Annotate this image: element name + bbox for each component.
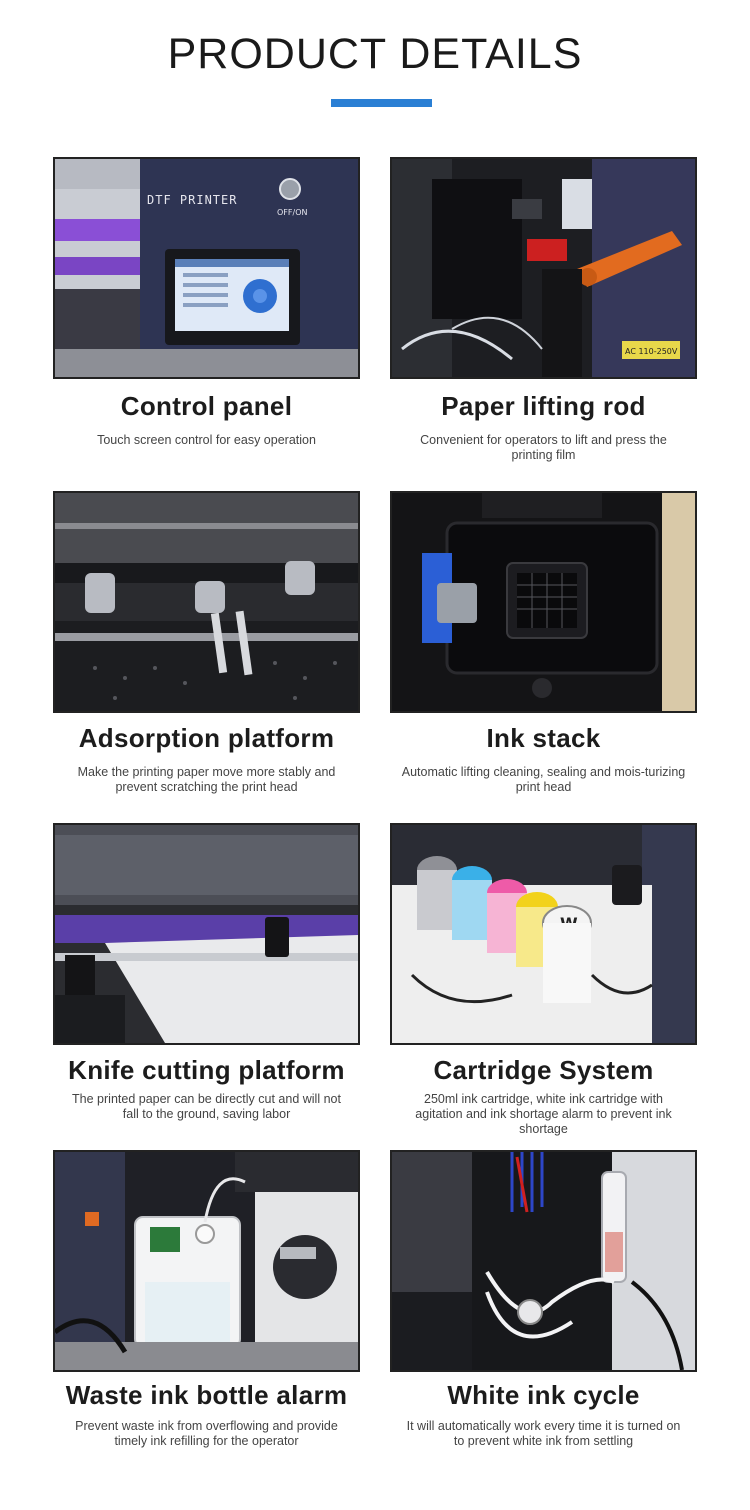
feature-title: Adsorption platform xyxy=(78,723,335,753)
feature-description: Automatic lifting cleaning, sealing and … xyxy=(401,765,686,794)
feature-description: Prevent waste ink from overflowing and p… xyxy=(75,1419,338,1448)
overlay-voltage-label: AC 110-250V xyxy=(625,347,678,356)
feature-description: Make the printing paper move more stably… xyxy=(77,765,336,794)
feature-title: Knife cutting platform xyxy=(68,1055,345,1085)
feature-title: White ink cycle xyxy=(447,1380,640,1410)
white-ink-cycle-photo xyxy=(390,1150,697,1372)
feature-title: Control panel xyxy=(120,391,293,421)
feature-title: Ink stack xyxy=(486,723,601,753)
knife-cutting-platform-photo xyxy=(53,823,360,1045)
page-title: PRODUCT DETAILS xyxy=(167,30,583,78)
adsorption-platform-photo xyxy=(53,491,360,713)
control-panel-photo: DTF PRINTER OFF/ON xyxy=(53,157,360,379)
feature-description: The printed paper can be directly cut an… xyxy=(72,1092,341,1121)
feature-title: Cartridge System xyxy=(433,1055,654,1085)
paper-lifting-rod-photo: AC 110-250V xyxy=(390,157,697,379)
waste-ink-bottle-photo xyxy=(53,1150,360,1372)
title-accent-bar xyxy=(331,99,432,107)
feature-description: 250ml ink cartridge, white ink cartridge… xyxy=(415,1092,672,1136)
overlay-off-on: OFF/ON xyxy=(277,208,307,217)
feature-description: Convenient for operators to lift and pre… xyxy=(420,433,667,462)
overlay-dtf-printer: DTF PRINTER xyxy=(147,193,237,207)
ink-stack-photo xyxy=(390,491,697,713)
feature-description: Touch screen control for easy operation xyxy=(97,433,316,447)
feature-title: Paper lifting rod xyxy=(441,391,646,421)
feature-title: Waste ink bottle alarm xyxy=(65,1380,348,1410)
feature-description: It will automatically work every time it… xyxy=(406,1419,681,1448)
cartridge-system-photo: W xyxy=(390,823,697,1045)
